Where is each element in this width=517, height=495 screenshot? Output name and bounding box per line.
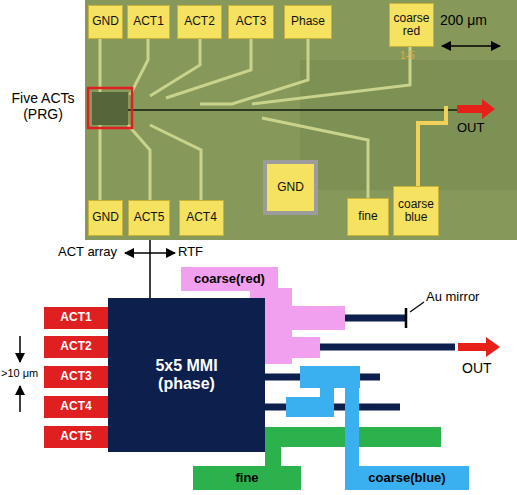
node-text: ACT4 <box>60 400 91 413</box>
annotation-label: 1-5 <box>400 50 414 62</box>
coarse-blue-electrode <box>418 106 446 186</box>
node-text: ACT3 <box>236 15 267 28</box>
node-text: ACT2 <box>60 340 91 353</box>
bond-pad: coarse blue <box>393 186 439 236</box>
electrode-label: coarse(red) <box>181 267 278 291</box>
node-text: GND <box>92 211 119 224</box>
node-text: coarse(red) <box>194 272 265 286</box>
node-text: Phase <box>291 15 325 28</box>
annotation-label: >10 μm <box>1 367 38 380</box>
bond-pad: fine <box>347 198 389 236</box>
scale-bar <box>442 45 500 47</box>
annotation-label: 200 μm <box>440 12 487 28</box>
node-text: ACT2 <box>184 15 215 28</box>
actuator-box: ACT1 <box>44 307 108 329</box>
actuator-box: ACT5 <box>44 426 108 448</box>
node-text: coarse(blue) <box>368 471 445 485</box>
output-arrow <box>457 99 495 119</box>
pitch-arrow <box>19 386 21 412</box>
electrode-label: coarse(blue) <box>345 466 469 490</box>
bond-pad: coarse red <box>389 3 434 47</box>
annotation-label: OUT <box>457 121 484 136</box>
node-text: ACT5 <box>134 211 165 224</box>
actuator-box: ACT4 <box>44 396 108 418</box>
node-text: coarse blue <box>396 198 436 224</box>
node-text: fine <box>235 471 258 485</box>
bond-pad: GND <box>88 200 123 236</box>
node-text: ACT1 <box>60 311 91 324</box>
bond-pad: Phase <box>284 5 332 39</box>
bond-pad: ACT3 <box>228 5 274 39</box>
node-text: coarse red <box>392 12 431 38</box>
waveguide <box>128 109 480 111</box>
node-text: GND <box>277 181 304 194</box>
actuator-box: ACT3 <box>44 366 108 388</box>
annotation-label: Five ACTs (PRG) <box>4 90 82 122</box>
electrode-label: fine <box>193 466 301 490</box>
node-text: ACT4 <box>186 211 217 224</box>
output-arrow <box>458 337 500 357</box>
divider-line <box>149 240 151 298</box>
coarse-blue-electrode <box>286 366 360 468</box>
bond-pad: ACT4 <box>179 200 224 236</box>
node-text: ACT1 <box>133 15 164 28</box>
node-text: 5x5 MMI (phase) <box>144 357 229 392</box>
double-arrow <box>125 252 175 254</box>
node-text: ACT3 <box>60 370 91 383</box>
node-text: GND <box>92 15 119 28</box>
bond-pad: GND <box>263 160 318 215</box>
bond-pad: ACT5 <box>128 200 170 236</box>
highlight-box <box>88 88 132 128</box>
annotation-label: RTF <box>178 245 203 260</box>
bond-pad: GND <box>88 5 123 39</box>
chip-photo <box>85 0 517 240</box>
node-text: ACT5 <box>60 430 91 443</box>
node-text: fine <box>358 210 377 223</box>
annotation-label: Au mirror <box>426 290 479 305</box>
pitch-arrow <box>19 336 21 362</box>
actuator-box: ACT2 <box>44 336 108 358</box>
electrode-traces <box>100 39 410 200</box>
act-array <box>92 92 128 125</box>
au-mirror <box>405 308 408 328</box>
bond-pad: ACT1 <box>127 5 170 39</box>
annotation-label: OUT <box>462 360 492 376</box>
annotation-label: ACT array <box>58 245 117 260</box>
leader-line <box>410 302 424 312</box>
bond-pad: ACT2 <box>177 5 222 39</box>
mmi-box: 5x5 MMI (phase) <box>108 298 265 452</box>
